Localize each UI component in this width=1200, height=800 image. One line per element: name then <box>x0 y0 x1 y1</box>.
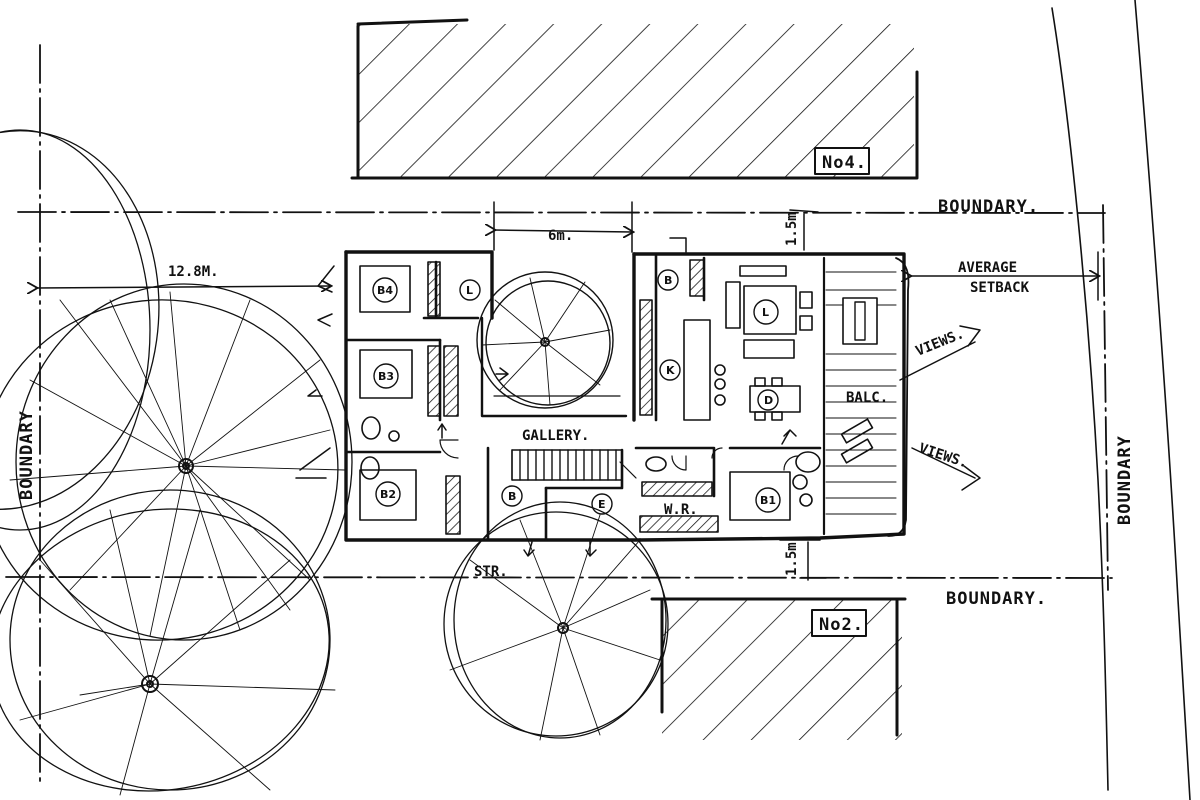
label-average: AVERAGE <box>958 260 1017 276</box>
label-gallery: GALLERY. <box>522 428 589 444</box>
tag-bed4: B4 <box>377 284 393 297</box>
label-balcony: BALC. <box>846 390 888 406</box>
balcony-decking <box>825 271 897 515</box>
furniture <box>359 265 874 521</box>
neighbour-building-north <box>350 18 919 180</box>
wardrobe-hatching <box>427 259 719 535</box>
dimension-lines <box>36 201 1098 581</box>
label-boundary-top: BOUNDARY. <box>938 197 1039 217</box>
door-swings <box>439 439 799 479</box>
tag-kitchen: K <box>666 364 675 377</box>
tag-ensuite: E <box>598 498 606 511</box>
boundary-lines <box>5 44 1113 786</box>
tag-bed1: B1 <box>760 494 776 507</box>
road-edge <box>1051 0 1191 800</box>
tag-bed2: B2 <box>380 488 396 501</box>
room-tag-circles <box>372 269 781 515</box>
stair <box>511 449 623 481</box>
label-walk-in-robe: W.R. <box>664 502 698 518</box>
label-stair: STR. <box>474 564 508 580</box>
label-boundary-left: BOUNDARY <box>17 410 37 500</box>
labels: No4. No2. BOUNDARY. BOUNDARY. BOUNDARY B… <box>17 153 1135 635</box>
label-site-dim: 12.8M. <box>168 264 219 280</box>
tag-living: L <box>762 306 769 319</box>
label-setback: SETBACK <box>970 280 1030 296</box>
label-neighbour-south: No2. <box>819 615 864 635</box>
house-outline <box>344 250 910 542</box>
tag-bath-upper: B <box>664 274 672 287</box>
tag-bath-lower: B <box>508 490 516 503</box>
tag-laundry: L <box>466 284 473 297</box>
label-setback-bottom: 1.5m <box>784 542 800 576</box>
label-boundary-right: BOUNDARY <box>1115 435 1135 525</box>
label-width-dim: 6m. <box>548 228 573 244</box>
tree-canopy-left-upper <box>0 129 353 641</box>
label-neighbour-north: No4. <box>822 153 867 173</box>
neighbour-building-south <box>650 597 907 740</box>
tree-canopy-courtyard <box>476 271 614 409</box>
tag-dining: D <box>764 394 773 407</box>
label-setback-top: 1.5m <box>784 212 800 246</box>
label-views-upper: VIEWS. <box>914 326 967 360</box>
tree-canopy-left-lower <box>0 489 336 796</box>
label-views-lower: VIEWS. <box>917 441 970 472</box>
tag-bed3: B3 <box>378 370 394 383</box>
window-arrows <box>295 237 981 557</box>
label-boundary-bottom: BOUNDARY. <box>946 589 1047 609</box>
tree-canopy-south <box>443 501 669 741</box>
